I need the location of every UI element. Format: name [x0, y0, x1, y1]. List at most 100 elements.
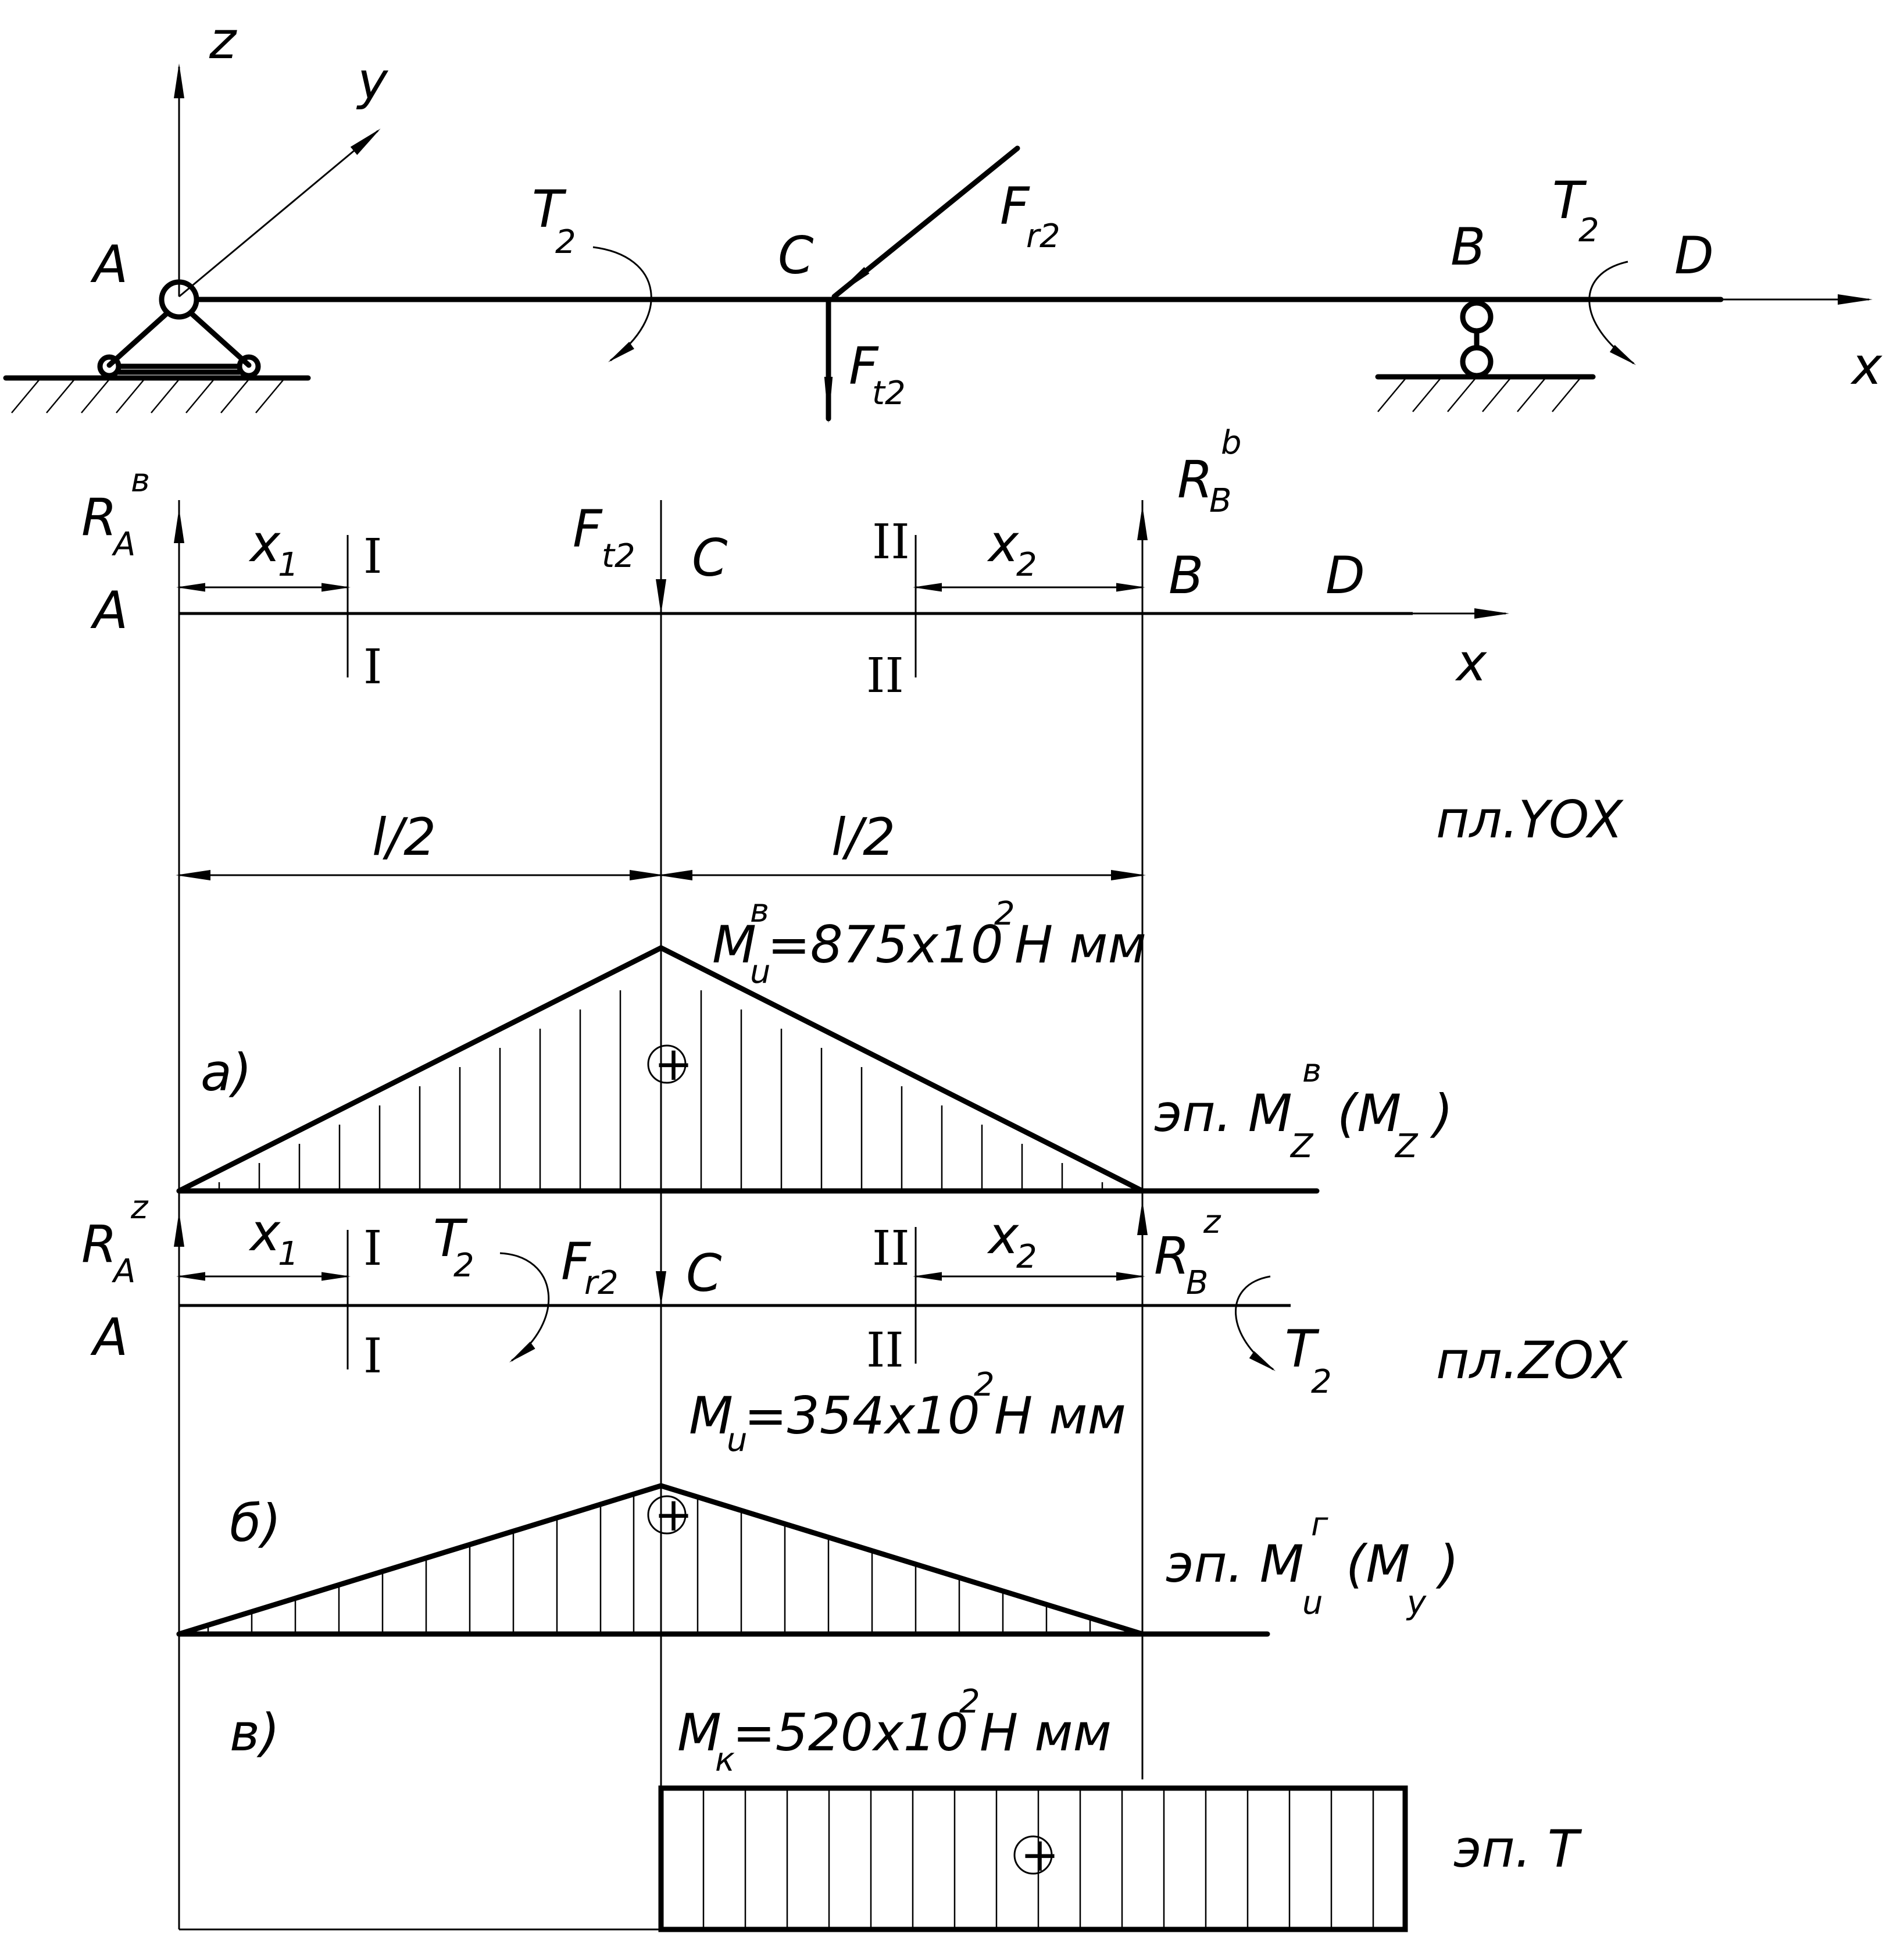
yox-rb-sup: b	[1221, 424, 1242, 462]
torque-right-sub: 2	[1578, 212, 1599, 249]
diagram-c-max-sub: к	[715, 1741, 735, 1779]
diagram-c-tag: в)	[230, 1703, 280, 1763]
yox-x2-sub: 2	[1016, 546, 1037, 584]
radial-force-label: F	[1000, 176, 1030, 236]
point-c-label: C	[778, 226, 814, 286]
yox-ra-sup: в	[131, 462, 150, 500]
diagram-a-max-exp: 2	[994, 895, 1015, 933]
diagram-b-max-m: M	[689, 1386, 733, 1446]
yox-force-label: F	[573, 499, 603, 559]
plane-zox-label: пл.ZOX	[1436, 1330, 1628, 1390]
zox-torque-right-sub: 2	[1311, 1363, 1332, 1401]
zox-ra-label: R	[81, 1214, 117, 1274]
diagram-a-tag: а)	[201, 1043, 252, 1103]
y-axis	[178, 129, 381, 298]
diagram-b-max-exp: 2	[974, 1366, 995, 1404]
plane-yox-scheme: x R A в A R B b B D F t2 C I I x 1 II II…	[81, 424, 1624, 880]
diagram-b-sign: +	[654, 1487, 693, 1542]
yox-point-d: D	[1326, 545, 1365, 605]
zox-x2-sub: 2	[1016, 1238, 1037, 1276]
yox-rb-label: R	[1177, 450, 1213, 509]
diagram-b-name-paren: (M	[1346, 1534, 1410, 1594]
radial-force-arrow	[830, 145, 1020, 300]
shaft-scheme: z y x	[3, 10, 1882, 423]
diagram-c-outline	[658, 1785, 1408, 1932]
diagram-a-sign: +	[654, 1037, 693, 1091]
yox-x2-label: x	[987, 513, 1019, 573]
diagram-b-name-paren-close: )	[1435, 1534, 1459, 1594]
torque-right-arrow	[1588, 261, 1637, 365]
yox-section-2-top: II	[872, 515, 910, 570]
diagram-a-name: эп. M	[1154, 1083, 1292, 1143]
yox-point-c: C	[692, 528, 728, 588]
z-axis-label: z	[209, 10, 237, 70]
diagram-b-tag: б)	[230, 1493, 281, 1553]
diagram-c: в) + M к =520x10 2 Н мм эп. T	[230, 1683, 1583, 1932]
zox-rb-sup: z	[1203, 1203, 1221, 1241]
tangential-force-sub: t2	[872, 374, 906, 412]
yox-point-b: B	[1169, 545, 1203, 605]
zox-section-1-top: I	[363, 1221, 382, 1276]
diagram-b-name-sup: г	[1311, 1506, 1328, 1543]
yox-ra-sub: A	[112, 526, 135, 563]
zox-force-sub: r2	[584, 1264, 619, 1302]
yox-x-label: x	[1455, 633, 1487, 693]
tangential-force-label: F	[849, 336, 879, 396]
diagram-a-sign-circle	[647, 1044, 687, 1084]
diagram-b-name-paren-sub: y	[1406, 1584, 1427, 1622]
diagram-a-outline	[176, 944, 1145, 1194]
diagram-b-outline	[176, 1483, 1145, 1637]
yox-section-1-top: I	[363, 529, 382, 584]
plane-yox-label: пл.YOX	[1436, 790, 1624, 850]
diagram-c-hatch	[702, 1788, 1374, 1929]
diagram-a-name-paren-sub: Z	[1394, 1128, 1419, 1165]
diagram-c-max-value: =520x10	[733, 1703, 969, 1763]
diagram-b-name-sub: u	[1302, 1584, 1323, 1622]
zox-section-1-bottom: I	[363, 1329, 382, 1384]
zox-force-label: F	[561, 1232, 591, 1292]
zox-point-a: A	[90, 1307, 128, 1367]
zox-torque-right-arrow	[1235, 1275, 1276, 1371]
zox-torque-left-sub: 2	[453, 1247, 474, 1285]
diagram-a-name-paren: (M	[1337, 1083, 1401, 1143]
diagram-a-max-sub: u	[750, 953, 771, 991]
zox-rb-label: R	[1154, 1226, 1189, 1286]
zox-x1-sub: 1	[278, 1235, 299, 1273]
diagram-c-max-exp: 2	[959, 1683, 980, 1721]
diagram-b-hatch	[207, 1496, 1126, 1634]
diagram-c-max-m: M	[677, 1703, 721, 1763]
plane-zox-scheme: R A z A R B z F r2 C T 2 T 2 I I x 1 II …	[81, 1189, 1628, 1401]
yox-ra-label: R	[81, 487, 117, 547]
diagram-b: б) + M u =354x10 2 Н мм эп. M u г (M y )	[176, 1366, 1459, 1637]
yox-x1-sub: 1	[278, 546, 299, 584]
yox-force-sub: t2	[602, 537, 635, 575]
zox-section-2-bottom: II	[866, 1323, 904, 1378]
zox-ra-sub: A	[112, 1253, 135, 1290]
point-b-label: B	[1451, 217, 1485, 277]
diagram-c-name: эп. T	[1453, 1819, 1583, 1879]
radial-force-sub: r2	[1026, 217, 1060, 255]
diagram-a-name-sup: в	[1302, 1052, 1321, 1090]
diagram-b-max-sub: u	[727, 1421, 748, 1459]
zox-ra-sup: z	[130, 1189, 149, 1226]
diagram-b-max-value: =354x10	[744, 1386, 980, 1446]
yox-section-1-bottom: I	[363, 640, 382, 695]
yox-x1-label: x	[248, 513, 281, 573]
diagram-a-max-value: =875x10	[767, 915, 1003, 975]
diagram-a-max-sup: в	[750, 892, 769, 930]
diagram-b-sign-circle	[647, 1495, 687, 1535]
torque-left-sub: 2	[555, 223, 576, 261]
zox-torque-right-label: T	[1285, 1319, 1320, 1379]
diagram-a-name-paren-close: )	[1430, 1083, 1453, 1143]
point-a-label: A	[90, 234, 128, 294]
zox-rb-sub: B	[1186, 1264, 1208, 1302]
dim-half-right-label: l/2	[831, 807, 895, 867]
zox-section-2-top: II	[872, 1221, 910, 1276]
diagram-a: а) + M u в =875x10 2 Н мм эп. M Z в (M Z…	[176, 892, 1453, 1194]
torque-left-label: T	[532, 179, 567, 239]
diagram-a-max-unit: Н мм	[1014, 915, 1146, 975]
y-axis-label: y	[356, 51, 389, 111]
zox-point-c: C	[686, 1243, 722, 1303]
yox-rb-sub: B	[1209, 482, 1231, 520]
